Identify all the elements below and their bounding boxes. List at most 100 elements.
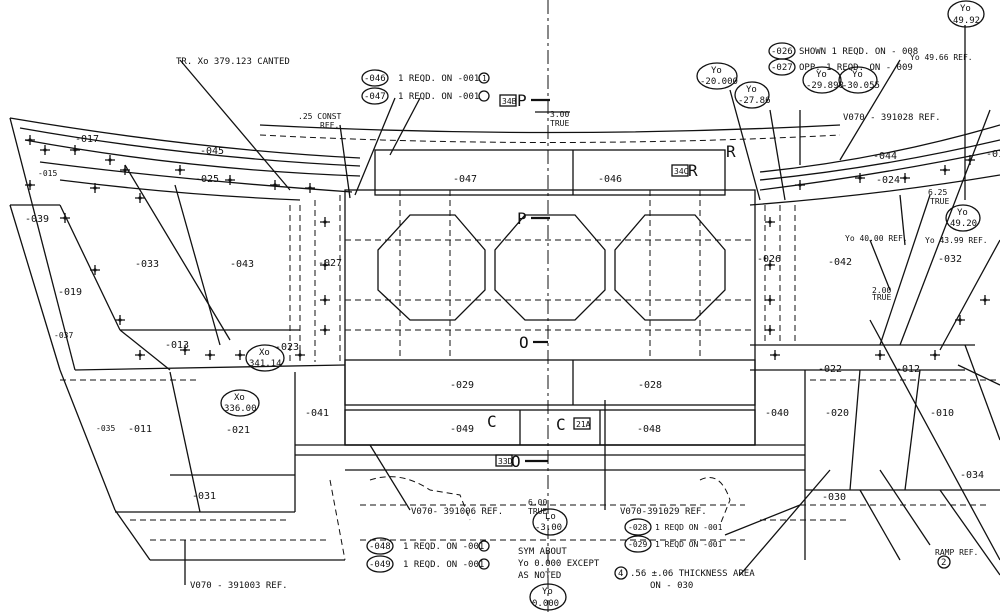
callout-029-note: 1 REQD ON -001: [655, 540, 723, 549]
note-ramp-ref: RAMP REF.: [935, 548, 978, 557]
fastener-dot: [768, 220, 772, 224]
coord-yo-0000: 0.000: [532, 599, 559, 609]
coord-yo-30055: -30.055: [842, 81, 880, 91]
note-yo-4399: Yo 43.99 REF.: [925, 236, 988, 245]
marker-34c: 34C: [674, 167, 689, 176]
callout-group-048-049: -048 -049 1 REQD. ON -001 1 REQD. ON -00…: [366, 537, 490, 573]
fastener-dot: [123, 168, 127, 172]
callout-049: -049: [369, 560, 391, 570]
part-016: -016: [986, 149, 1000, 160]
part-047: -047: [453, 174, 477, 185]
fastener-dot: [858, 176, 862, 180]
leader-lines: [179, 25, 1000, 585]
flag-note-2: 2: [941, 558, 946, 568]
part-037: -037: [54, 331, 73, 340]
dim-300: 3.00: [550, 110, 569, 119]
fastener-dot: [323, 263, 327, 267]
fastener-dot: [773, 353, 777, 357]
part-041: -041: [305, 408, 329, 419]
callout-046: -046: [364, 74, 386, 84]
fastener-dot: [208, 353, 212, 357]
fastener-dot: [968, 158, 972, 162]
part-010: -010: [930, 408, 954, 419]
callout-group-028-029: -028 -029 1 REQD ON -001 1 REQD ON -001: [624, 518, 723, 553]
part-035: -035: [96, 424, 115, 433]
callout-049-note: 1 REQD. ON -001: [403, 560, 484, 570]
part-017: -017: [75, 134, 99, 145]
callout-026: -026: [771, 47, 793, 57]
note-yo-4000: Yo 40.00 REF.: [845, 234, 908, 243]
coord-yo-29898: -29.898: [806, 81, 844, 91]
section-markers: 34B P 34C R R P O C C 21A 33D O: [487, 91, 736, 471]
note-v070-391028: V070 - 391028 REF.: [843, 113, 941, 123]
note-thickness-line1: .56 ±.06 THICKNESS AREA: [630, 569, 755, 579]
fastener-symbols: [25, 135, 990, 360]
coord-yo-label-6: Yo: [957, 208, 968, 218]
dim-600: 6.00: [528, 498, 547, 507]
fastener-dot: [28, 183, 32, 187]
marker-p-top: P: [517, 91, 527, 110]
fastener-dot: [63, 216, 67, 220]
part-023: -023: [275, 342, 299, 353]
note-const-ref: REF.: [320, 121, 339, 130]
note-v070-391003: V070 - 391003 REF.: [190, 581, 288, 591]
part-040: -040: [765, 408, 789, 419]
coord-xo-label: Xo: [259, 348, 270, 358]
callout-048-note: 1 REQD. ON -001: [403, 542, 484, 552]
coord-yo-4992: 49.92: [953, 16, 980, 26]
fastener-dot: [298, 353, 302, 357]
fastener-dot: [273, 183, 277, 187]
right-wing-structure: [749, 109, 1000, 576]
part-031: -031: [192, 491, 216, 502]
callout-047: -047: [364, 92, 386, 102]
coord-yo-label: Yo: [960, 4, 971, 14]
callout-048: -048: [369, 542, 391, 552]
part-019: -019: [58, 287, 82, 298]
note-sym-line3: AS NOTED: [518, 571, 561, 581]
note-yo-4966: Yo 49.66 REF.: [910, 53, 973, 62]
marker-c-left: C: [487, 412, 497, 431]
marker-r-right: R: [726, 142, 736, 161]
coord-xo-label-2: Xo: [234, 393, 245, 403]
part-013: -013: [165, 340, 189, 351]
part-021: -021: [226, 425, 250, 436]
flag-note-4: 4: [618, 569, 623, 579]
part-labels: -017 -015 -045 -025 -039 -019 -033 -043 …: [25, 134, 1000, 503]
callout-029: -029: [628, 540, 647, 549]
coordinate-callouts: Yo 49.92 Yo -20.000 Yo -27.86 Yo -29.898…: [220, 0, 985, 611]
fastener-dot: [228, 178, 232, 182]
fastener-dot: [183, 348, 187, 352]
fastener-dot: [323, 298, 327, 302]
note-tr-xo: TR. Xo 379.123 CANTED: [176, 57, 290, 67]
fastener-dot: [323, 220, 327, 224]
fastener-dot: [798, 183, 802, 187]
note-v070-391006: V070- 391006 REF.: [411, 507, 503, 517]
coord-yo-20000: -20.000: [700, 77, 738, 87]
coord-yo-2786: -27.86: [738, 96, 771, 106]
note-thickness-line2: ON - 030: [650, 581, 693, 591]
part-027: -027: [318, 258, 342, 269]
part-030: -030: [822, 492, 846, 503]
coord-yo-label-3: Yo: [746, 85, 757, 95]
fastener-dot: [903, 176, 907, 180]
coord-xo-34114: 341.14: [249, 359, 282, 369]
part-032: -032: [938, 254, 962, 265]
coord-yo-label-2: Yo: [711, 66, 722, 76]
part-048: -048: [637, 424, 661, 435]
note-sym-line2: Yo 0.000 EXCEPT: [518, 559, 600, 569]
coord-lo-label: Lo: [545, 512, 556, 522]
dim-600-true: TRUE: [528, 507, 547, 516]
callout-group-046-047: -046 -047 1 REQD. ON -001 1 REQD. ON -00…: [361, 69, 490, 105]
coord-yo-label-7: Yo: [542, 587, 553, 597]
flag-notes: 1 4 2: [482, 74, 951, 580]
part-042: -042: [828, 257, 852, 268]
part-044: -044: [873, 151, 897, 162]
callout-026-note: SHOWN 1 REQD. ON - 008: [799, 47, 918, 57]
part-022: -022: [818, 364, 842, 375]
part-026: -026: [757, 254, 781, 265]
callout-028-note: 1 REQD ON -001: [655, 523, 723, 532]
callout-027-note: OPP. 1 REQD. ON - 009: [799, 63, 913, 73]
dim-625-true: TRUE: [930, 197, 949, 206]
note-const: .25 CONST: [298, 112, 342, 121]
fastener-dot: [983, 298, 987, 302]
